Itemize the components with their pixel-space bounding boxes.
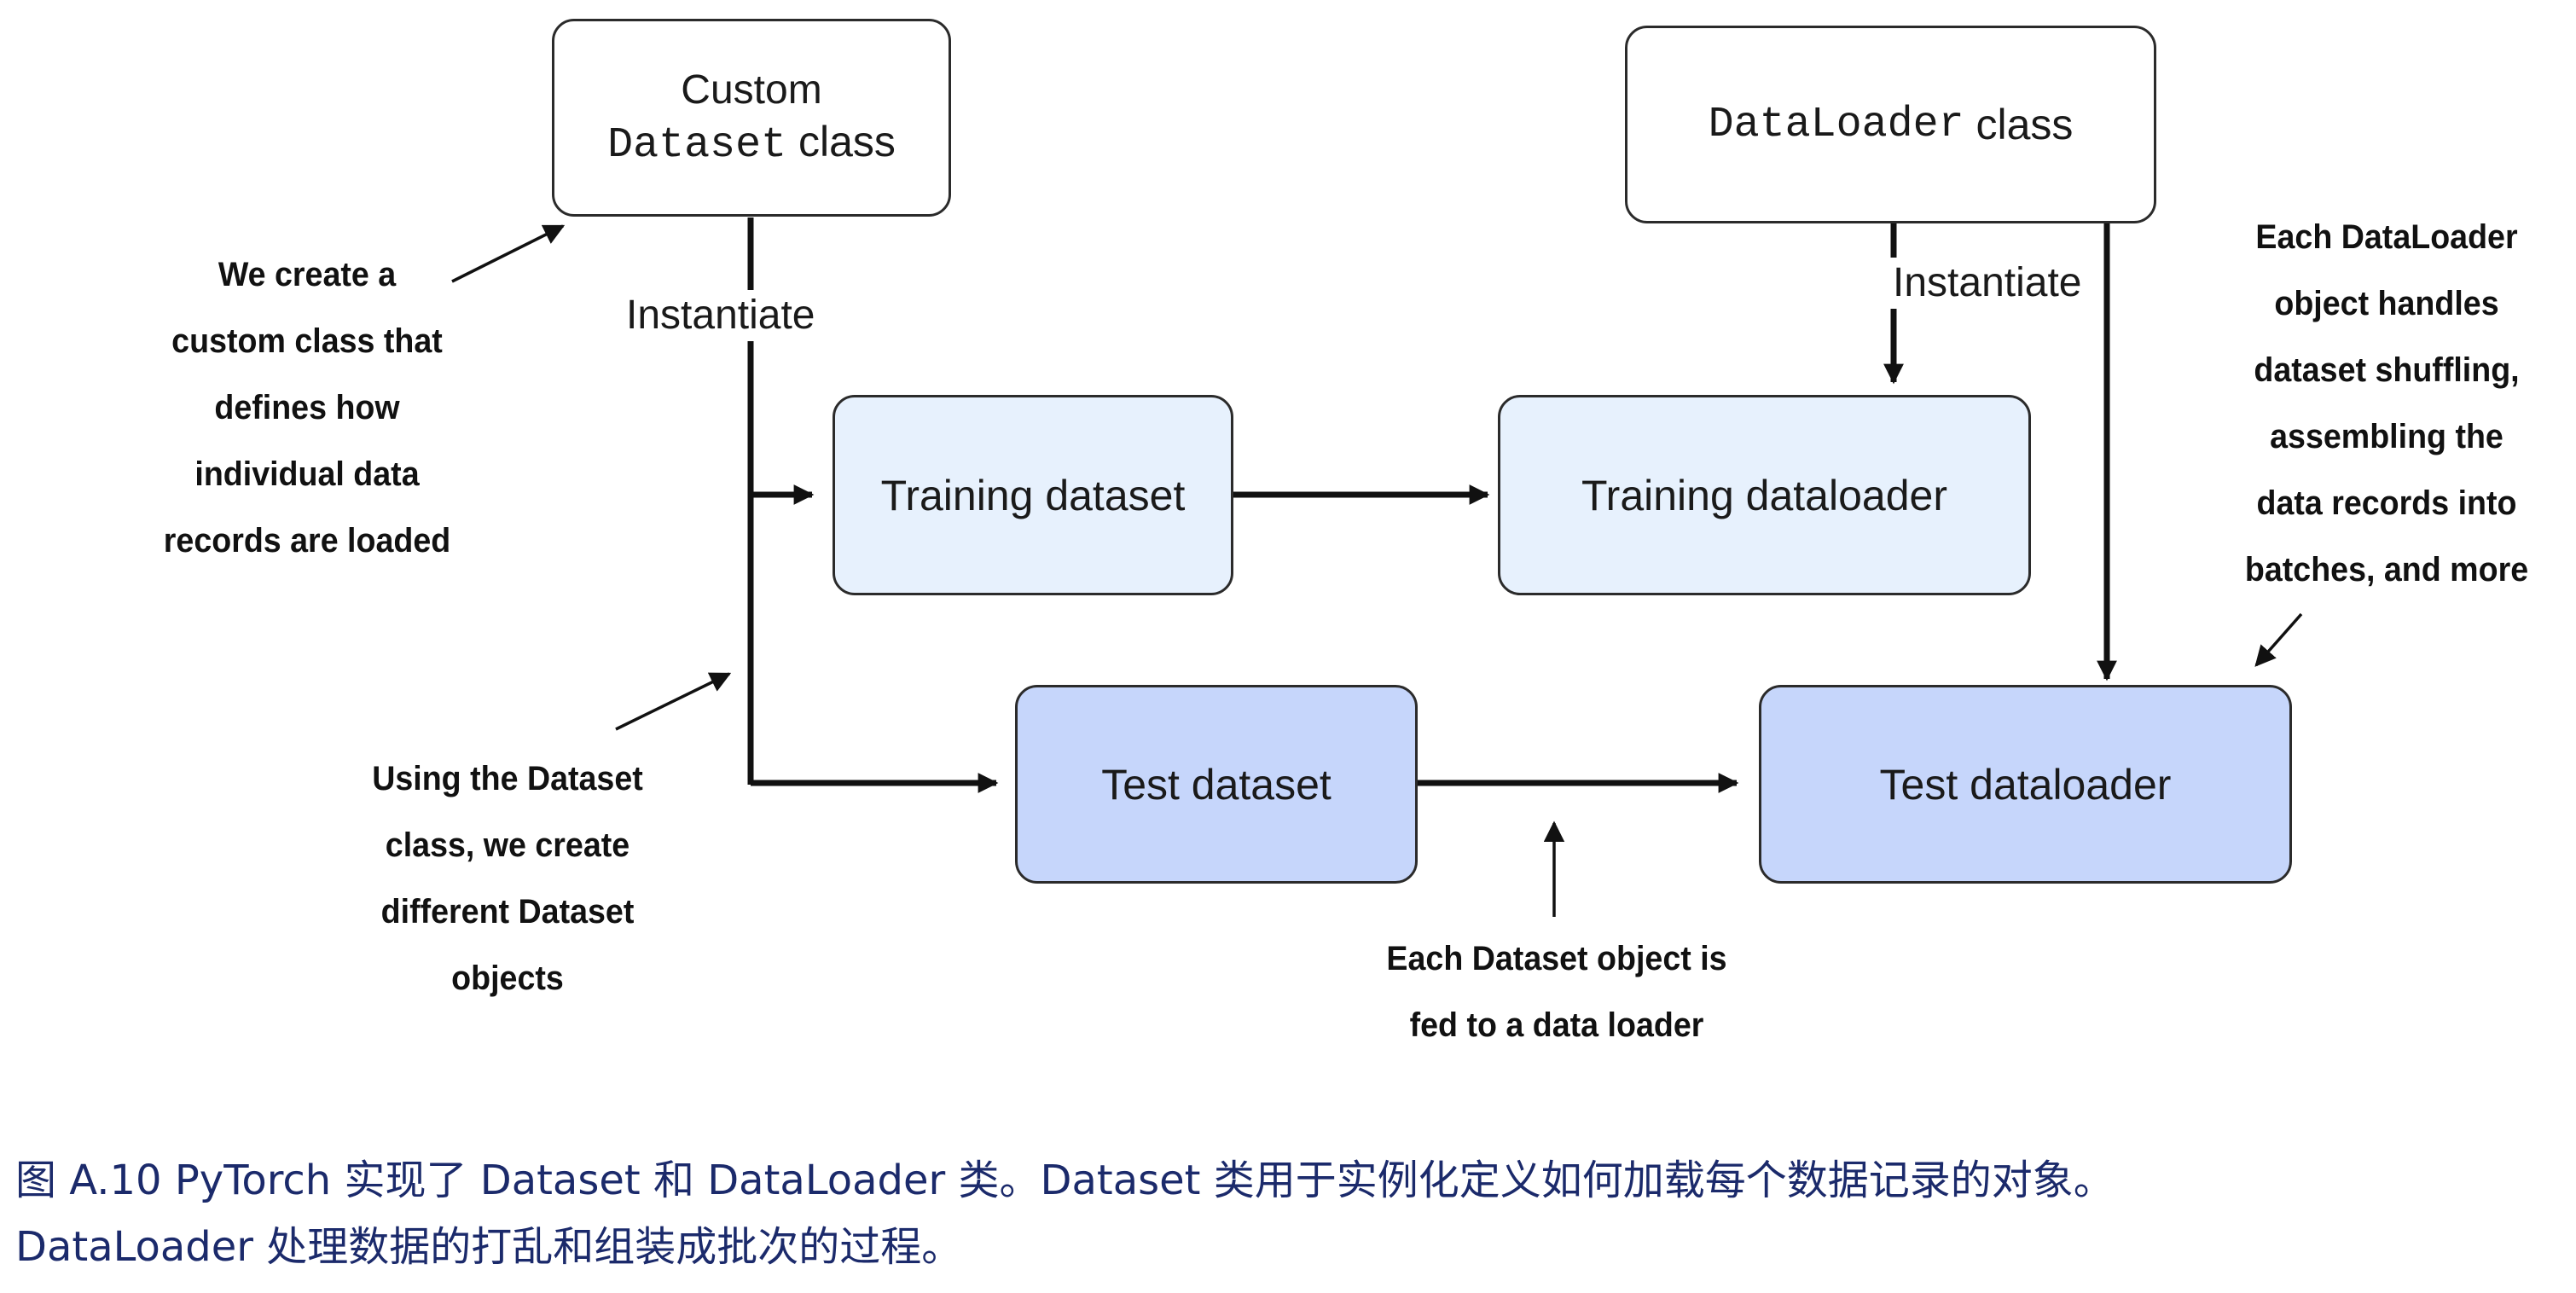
note-line: Each DataLoader [2255, 218, 2518, 256]
dataset-code-text: Dataset [607, 120, 787, 170]
note-line: Each Dataset object is [1386, 940, 1727, 977]
training-dataset-box: Training dataset [833, 395, 1233, 595]
caption-line-2: DataLoader 处理数据的打乱和组装成批次的过程。 [15, 1223, 963, 1271]
note-line: data records into [2256, 484, 2517, 522]
note-line: fed to a data loader [1409, 1006, 1704, 1044]
instantiate-label-left: Instantiate [623, 290, 819, 341]
test-dataloader-box: Test dataloader [1759, 685, 2292, 884]
note-line: records are loaded [163, 522, 451, 560]
note-custom-class: We create a custom class that defines ho… [131, 241, 484, 574]
dataloader-class-suffix: class [1964, 101, 2074, 148]
dataloader-class-box: DataLoader class [1625, 26, 2156, 223]
dataset-dataloader-diagram: Instantiate Instantiate Custom Dataset c… [131, 19, 2563, 1058]
note-line: different Dataset [380, 893, 635, 931]
training-dataloader-box: Training dataloader [1498, 395, 2031, 595]
figure-caption: 图 A.10 PyTorch 实现了 Dataset 和 DataLoader … [15, 1147, 2540, 1280]
pointer-dataloader-handles [2254, 612, 2303, 667]
note-line: defines how [214, 389, 400, 426]
test-dataset-box: Test dataset [1015, 685, 1418, 884]
custom-dataset-class-box: Custom Dataset class [552, 19, 951, 217]
note-line: custom class that [171, 322, 443, 360]
note-dataloader-handles: Each DataLoader object handles dataset s… [2210, 204, 2563, 603]
pointer-dataset-objects [615, 672, 732, 731]
note-line: assembling the [2270, 418, 2503, 455]
custom-dataset-class-line1: Custom [681, 67, 822, 113]
note-line: class, we create [385, 826, 630, 864]
note-line: We create a [218, 256, 397, 293]
note-dataset-objects: Using the Dataset class, we create diffe… [351, 745, 664, 1012]
note-fed-to-loader: Each Dataset object is fed to a data loa… [1356, 925, 1757, 1058]
pointer-custom-class [451, 224, 566, 283]
dataloader-code-text: DataLoader [1708, 100, 1964, 149]
note-line: Using the Dataset [372, 760, 643, 797]
note-line: batches, and more [2244, 551, 2529, 589]
note-line: individual data [194, 455, 420, 493]
caption-line-1: 图 A.10 PyTorch 实现了 Dataset 和 DataLoader … [15, 1157, 2115, 1204]
note-line: objects [451, 960, 564, 997]
note-line: object handles [2274, 285, 2499, 322]
note-line: dataset shuffling, [2254, 351, 2520, 389]
instantiate-label-right: Instantiate [1889, 258, 2086, 309]
custom-dataset-class-suffix: class [786, 117, 896, 165]
